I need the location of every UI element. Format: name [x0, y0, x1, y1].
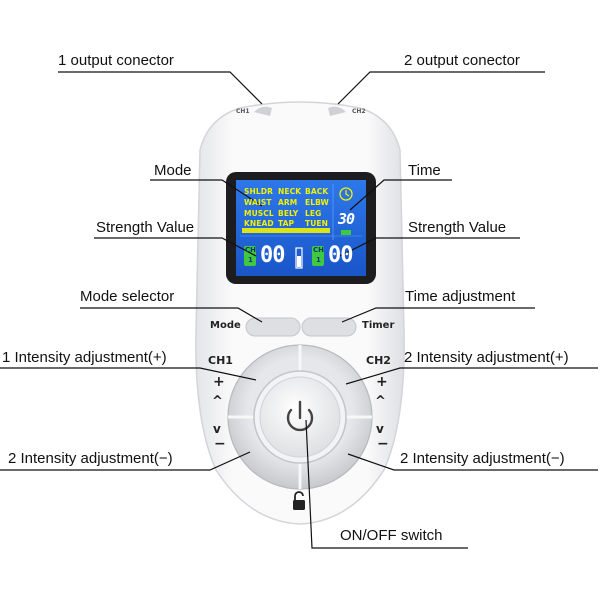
line-onoff — [305, 419, 468, 549]
lcd-ch1-num: 1 — [248, 256, 253, 264]
clock-icon — [339, 187, 353, 201]
connector-1 — [254, 106, 272, 116]
wave-icons — [242, 228, 330, 233]
ch2-down-icon[interactable]: v — [376, 422, 384, 436]
power-button[interactable] — [262, 379, 338, 455]
lcd-body-part: WAIST — [244, 198, 272, 207]
callout-intensity2-minus: 2 Intensity adjustment(−) — [400, 450, 565, 467]
level-icon — [295, 247, 303, 269]
line-mode-selector — [80, 307, 263, 323]
callout-onoff: ON/OFF switch — [340, 527, 443, 544]
callout-strength-left: Strength Value — [96, 219, 195, 236]
callout-time: Time — [408, 162, 441, 179]
ch1-up-icon[interactable]: ^ — [212, 394, 223, 409]
line-int1-plus — [0, 367, 257, 381]
lcd-body-part: LEG — [305, 209, 322, 218]
lcd-body-part: SHLDR — [244, 187, 273, 196]
line-time — [349, 179, 452, 211]
callout-mode-selector: Mode selector — [80, 288, 175, 305]
line-output2 — [337, 71, 545, 105]
ch2-up-icon[interactable]: ^ — [375, 394, 386, 409]
callout-output1: 1 output conector — [58, 52, 174, 69]
callout-intensity1-plus: 1 Intensity adjustment(+) — [2, 349, 167, 366]
ch1-label: CH1 — [208, 354, 233, 367]
callout-strength-right: Strength Value — [408, 219, 507, 236]
callout-intensity2-plus: 2 Intensity adjustment(+) — [404, 349, 569, 366]
callout-lines — [0, 71, 598, 549]
callout-time-adjustment: Time adjustment — [405, 288, 516, 305]
ch2-plus-sign: + — [376, 374, 388, 390]
ch2-label: CH2 — [366, 354, 391, 367]
lcd-ch2-tag: CH — [313, 246, 324, 254]
timer-button-shape — [301, 317, 357, 337]
ch1-minus-sign: − — [214, 436, 226, 452]
mode-button[interactable]: Mode — [210, 320, 241, 331]
lcd-ch1-tag: CH — [245, 246, 256, 254]
lcd-strength-ch2: 00 — [328, 243, 353, 268]
lcd-timer-value: 30 — [338, 210, 355, 228]
line-int2-plus — [345, 367, 598, 385]
lcd-body-part: ARM — [278, 198, 298, 207]
callout-mode: Mode — [154, 162, 192, 179]
line-mode — [150, 179, 263, 207]
line-strength-left — [94, 237, 257, 257]
lock-icon — [293, 491, 305, 510]
lcd-body-part: ELBW — [305, 198, 329, 207]
lcd-body-part: TAP — [278, 219, 295, 228]
ch2-minus-sign: − — [377, 436, 389, 452]
lcd-body-part: BACK — [305, 187, 329, 196]
lcd-body-part: BELY — [278, 209, 299, 218]
port-label-2: CH2 — [352, 108, 366, 115]
lcd-strength-ch1: 00 — [260, 243, 285, 268]
lcd-ch2-num: 1 — [316, 256, 321, 264]
lcd-body-part: TUEN — [305, 219, 329, 228]
lcd-body-part: MUSCL — [244, 209, 274, 218]
ch1-down-icon[interactable]: v — [213, 422, 221, 436]
line-output1 — [58, 71, 263, 105]
line-int2-minus — [347, 453, 598, 471]
lcd-body-part: NECK — [278, 187, 302, 196]
callout-output2: 2 output conector — [404, 52, 520, 69]
callout-intensity1-minus: 2 Intensity adjustment(−) — [8, 450, 173, 467]
mode-button-shape — [245, 317, 301, 337]
ch1-plus-sign: + — [213, 374, 225, 390]
connector-2 — [328, 106, 346, 116]
timer-button[interactable]: Timer — [362, 320, 395, 331]
lcd-body-part: KNEAD — [244, 219, 274, 228]
line-strength-right — [339, 237, 520, 257]
line-int1-minus — [0, 451, 251, 471]
power-icon — [286, 400, 314, 432]
port-label-1: CH1 — [236, 108, 250, 115]
line-time-adjust — [341, 307, 535, 323]
